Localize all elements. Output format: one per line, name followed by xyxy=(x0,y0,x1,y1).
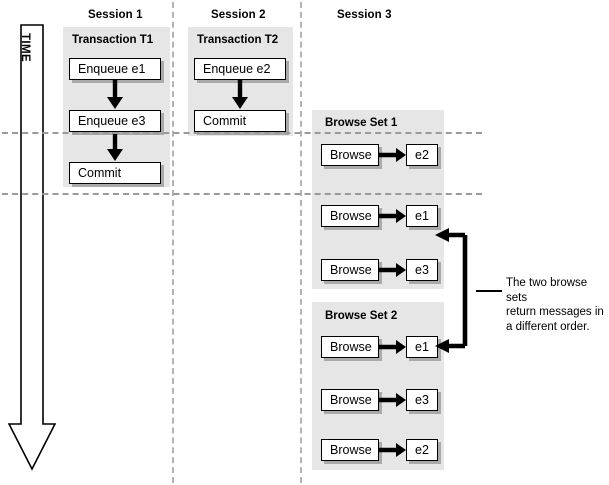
step-box-commit-t1[interactable]: Commit xyxy=(69,162,161,184)
column-divider-1 xyxy=(172,2,174,483)
flow-arrow-t1-1 xyxy=(106,80,124,110)
browse-box-set1-row2[interactable]: Browse xyxy=(321,205,379,227)
right-arrow-icon xyxy=(379,443,406,457)
browse-box-set1-row3[interactable]: Browse xyxy=(321,259,379,281)
right-arrow-icon xyxy=(379,263,406,277)
message-box-set2-row2[interactable]: e3 xyxy=(406,389,438,411)
step-box-enqueue-e3[interactable]: Enqueue e3 xyxy=(69,110,161,132)
time-axis-arrow xyxy=(7,24,57,472)
flow-arrow-t1-2 xyxy=(106,132,124,162)
time-marker-line-1 xyxy=(2,132,482,134)
panel-title-browse-set-2: Browse Set 2 xyxy=(325,310,398,322)
column-header-session-2: Session 2 xyxy=(211,9,266,21)
browse-box-set2-row3[interactable]: Browse xyxy=(321,439,379,461)
time-arrow-icon xyxy=(7,24,57,471)
right-arrow-icon xyxy=(379,148,406,162)
return-arrow-set1-row3 xyxy=(379,262,407,278)
down-arrow-icon xyxy=(232,80,248,109)
browse-box-set2-row1[interactable]: Browse xyxy=(321,336,379,358)
column-header-session-3: Session 3 xyxy=(337,9,392,21)
column-divider-2 xyxy=(300,2,302,483)
panel-title-browse-set-1: Browse Set 1 xyxy=(325,117,398,129)
down-arrow-icon xyxy=(107,80,123,109)
right-arrow-icon xyxy=(379,393,406,407)
flow-arrow-t2-1 xyxy=(231,80,249,110)
callout-bracket xyxy=(434,228,476,353)
right-arrow-icon xyxy=(379,340,406,354)
message-box-set2-row3[interactable]: e2 xyxy=(406,439,438,461)
browse-box-set1-row1[interactable]: Browse xyxy=(321,144,379,166)
message-box-set2-row1[interactable]: e1 xyxy=(406,336,438,358)
return-arrow-set1-row1 xyxy=(379,147,407,163)
time-axis-label: TIME xyxy=(19,33,31,63)
panel-title-transaction-t2: Transaction T2 xyxy=(197,34,279,46)
step-box-enqueue-e2[interactable]: Enqueue e2 xyxy=(194,58,286,80)
column-header-session-1: Session 1 xyxy=(88,9,143,21)
callout-label: The two browse sets return messages in a… xyxy=(506,277,604,333)
message-box-set1-row2[interactable]: e1 xyxy=(406,205,438,227)
step-box-enqueue-e1[interactable]: Enqueue e1 xyxy=(69,58,161,80)
message-box-set1-row1[interactable]: e2 xyxy=(406,144,438,166)
callout-leader-line xyxy=(476,290,502,292)
down-arrow-icon xyxy=(107,132,123,161)
panel-transaction-t1 xyxy=(63,27,170,187)
step-box-commit-t2[interactable]: Commit xyxy=(194,110,286,132)
return-arrow-set2-row1 xyxy=(379,339,407,355)
return-arrow-set2-row3 xyxy=(379,442,407,458)
time-marker-line-2 xyxy=(2,193,482,195)
browse-box-set2-row2[interactable]: Browse xyxy=(321,389,379,411)
panel-title-transaction-t1: Transaction T1 xyxy=(72,34,154,46)
return-arrow-set2-row2 xyxy=(379,392,407,408)
double-arrow-icon xyxy=(435,228,468,353)
message-box-set1-row3[interactable]: e3 xyxy=(406,259,438,281)
return-arrow-set1-row2 xyxy=(379,208,407,224)
right-arrow-icon xyxy=(379,209,406,223)
